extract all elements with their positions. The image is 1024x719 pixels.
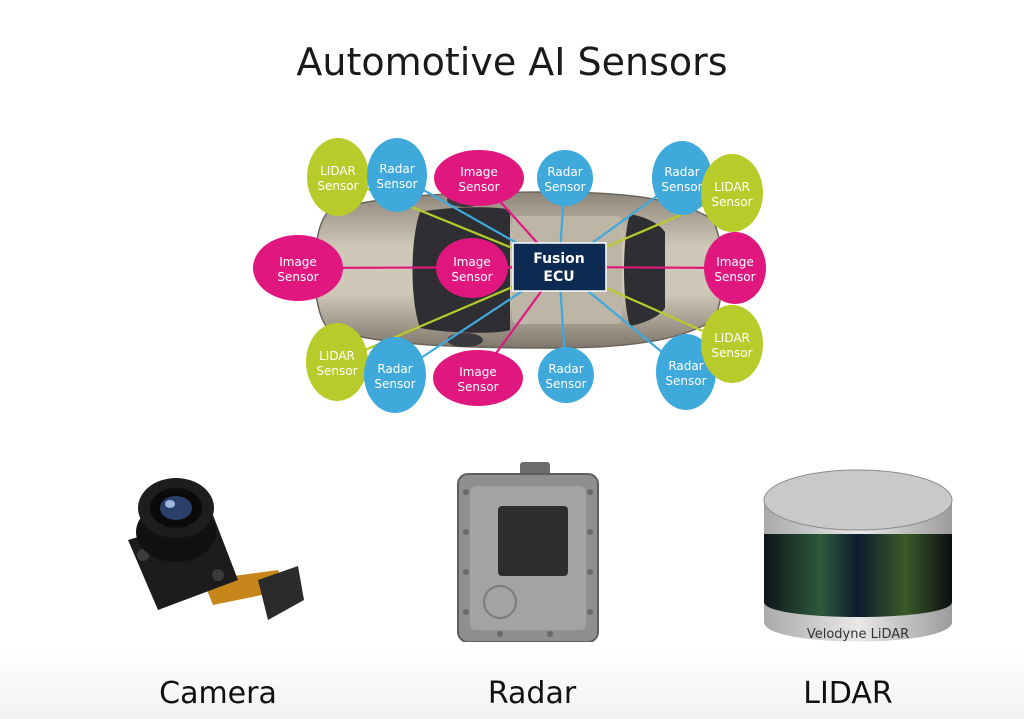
sensor-label-lidar-rear-left-1: LIDAR (319, 349, 355, 363)
ecu-label-line1: Fusion (533, 251, 585, 267)
sensor-bubble-lidar-rear-right (701, 305, 763, 383)
sensor-label-image-top-2: Sensor (458, 180, 499, 194)
sensor-bubble-image-center (436, 238, 508, 298)
radar-unit-image (457, 462, 599, 642)
radar-caption: Radar (487, 676, 577, 711)
sensor-label-lidar-rear-left-2: Sensor (316, 364, 357, 378)
sensor-label-image-center-2: Sensor (451, 270, 492, 284)
sensor-bubble-image-bottom (433, 350, 523, 406)
sensor-bubble-radar-front-left (367, 138, 427, 212)
sensor-label-radar-top-1: Radar (547, 165, 582, 179)
bottom-fade (0, 650, 1024, 719)
sensor-label-image-bottom-1: Image (459, 365, 497, 379)
sensor-label-radar-rear-right-1: Radar (668, 359, 703, 373)
sensor-bubble-radar-front-right (652, 141, 712, 215)
sensor-label-radar-front-left-2: Sensor (376, 177, 417, 191)
sensor-label-lidar-rear-right-1: LIDAR (714, 331, 750, 345)
sensor-fusion-diagram: LIDARSensorRadarSensorImageSensorRadarSe… (253, 138, 766, 413)
sensor-label-image-left-1: Image (279, 255, 317, 269)
sensor-label-image-top-1: Image (460, 165, 498, 179)
sensor-bubble-radar-bottom (538, 347, 594, 403)
sensor-label-lidar-front-left-1: LIDAR (320, 164, 356, 178)
camera-module-image (128, 478, 304, 620)
sensor-label-radar-rear-left-1: Radar (377, 362, 412, 376)
sensor-bubble-radar-top (537, 150, 593, 206)
sensor-label-lidar-front-right-2: Sensor (711, 195, 752, 209)
sensor-label-radar-rear-left-2: Sensor (374, 377, 415, 391)
sensor-label-radar-rear-right-2: Sensor (665, 374, 706, 388)
lidar-caption: LIDAR (803, 676, 893, 711)
sensor-bubble-image-right (704, 232, 766, 304)
slide-title: Automotive AI Sensors (296, 40, 728, 84)
sensor-label-image-left-2: Sensor (277, 270, 318, 284)
sensor-label-image-right-1: Image (716, 255, 754, 269)
sensor-bubble-image-top (434, 150, 524, 206)
sensor-label-radar-front-left-1: Radar (379, 162, 414, 176)
sensor-bubble-image-left (253, 235, 343, 301)
sensor-label-lidar-front-left-2: Sensor (317, 179, 358, 193)
sensor-bubble-radar-rear-right (656, 334, 716, 410)
camera-caption: Camera (159, 676, 277, 711)
sensor-bubble-lidar-front-right (701, 154, 763, 232)
sensor-label-lidar-front-right-1: LIDAR (714, 180, 750, 194)
sensor-bubble-radar-rear-left (364, 337, 426, 413)
sensor-label-radar-bottom-1: Radar (548, 362, 583, 376)
sensor-bubble-lidar-rear-left (306, 323, 368, 401)
ecu-label-line2: ECU (543, 269, 574, 285)
sensor-bubbles: LIDARSensorRadarSensorImageSensorRadarSe… (253, 138, 766, 413)
sensor-label-image-bottom-2: Sensor (457, 380, 498, 394)
sensor-label-lidar-rear-right-2: Sensor (711, 346, 752, 360)
lidar-unit-image: Velodyne LiDAR (763, 469, 953, 642)
sensor-label-image-center-1: Image (453, 255, 491, 269)
sensor-label-radar-top-2: Sensor (544, 180, 585, 194)
sensor-label-radar-front-right-1: Radar (664, 165, 699, 179)
fusion-ecu: Fusion ECU (512, 242, 607, 292)
lidar-brand-label: Velodyne LiDAR (807, 627, 909, 642)
sensor-label-radar-front-right-2: Sensor (661, 180, 702, 194)
sensor-bubble-lidar-front-left (307, 138, 369, 216)
sensor-label-image-right-2: Sensor (714, 270, 755, 284)
sensor-label-radar-bottom-2: Sensor (545, 377, 586, 391)
